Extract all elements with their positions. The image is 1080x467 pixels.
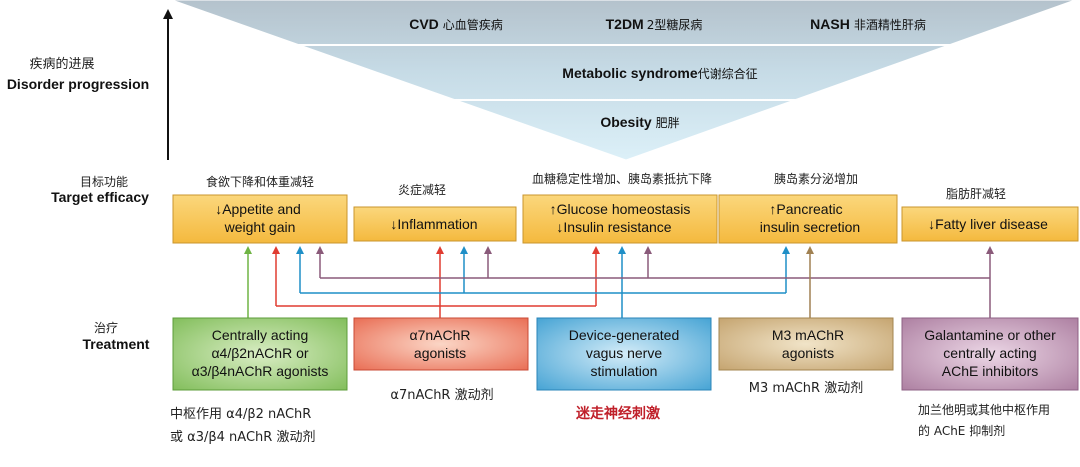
target-caption-glucose: 血糖稳定性增加、胰岛素抵抗下降 — [532, 171, 712, 186]
target-caption-inflammation: 炎症减轻 — [398, 182, 446, 197]
svg-text:AChE inhibitors: AChE inhibitors — [942, 363, 1039, 379]
treatment-caption-galantamine-line2: 的 AChE 抑制剂 — [918, 423, 1005, 438]
treatment-box-a7nachr: α7nAChR agonists — [353, 317, 529, 371]
svg-text:vagus nerve: vagus nerve — [586, 345, 662, 361]
target-box-glucose: ↑Glucose homeostasis ↓Insulin resistance — [522, 194, 718, 244]
target-caption-pancreatic: 胰岛素分泌增加 — [774, 171, 858, 186]
svg-text:α3/β4nAChR agonists: α3/β4nAChR agonists — [192, 363, 329, 379]
svg-text:Device-generated: Device-generated — [569, 327, 680, 343]
svg-text:α4/β2nAChR or: α4/β2nAChR or — [211, 345, 308, 361]
target-box-pancreatic: ↑Pancreatic insulin secretion — [718, 194, 898, 244]
svg-text:stimulation: stimulation — [591, 363, 658, 379]
svg-text:insulin secretion: insulin secretion — [760, 219, 860, 235]
svg-text:↓Appetite and: ↓Appetite and — [215, 201, 301, 217]
treatment-box-vns: Device-generated vagus nerve stimulation — [536, 317, 712, 391]
treatment-box-galantamine: Galantamine or other centrally acting AC… — [901, 317, 1079, 391]
progression-label-en: Disorder progression — [7, 76, 149, 92]
pyramid-metabolic-syndrome: Metabolic syndrome代谢综合征 — [562, 65, 757, 81]
svg-text:α7nAChR: α7nAChR — [409, 327, 470, 343]
svg-text:centrally acting: centrally acting — [943, 345, 1036, 361]
svg-text:agonists: agonists — [414, 345, 466, 361]
svg-text:M3 mAChR: M3 mAChR — [772, 327, 844, 343]
disease-pyramid — [171, 0, 1076, 161]
treatment-caption-central-line2: 或 α3/β4 nAChR 激动剂 — [170, 430, 315, 445]
treatment-caption-m3: M3 mAChR 激动剂 — [749, 381, 863, 396]
target-box-fatty-liver: ↓Fatty liver disease — [901, 206, 1079, 242]
svg-text:↑Pancreatic: ↑Pancreatic — [769, 201, 842, 217]
svg-text:↓Inflammation: ↓Inflammation — [390, 216, 477, 232]
progression-label-cn: 疾病的进展 — [29, 56, 94, 72]
treatment-caption-a7nachr: α7nAChR 激动剂 — [390, 388, 493, 403]
treatment-caption-central-line1: 中枢作用 α4/β2 nAChR — [170, 407, 311, 422]
target-box-appetite: ↓Appetite and weight gain — [172, 194, 348, 244]
target-efficacy-label-en: Target efficacy — [51, 189, 149, 205]
treatment-box-m3-machr: M3 mAChR agonists — [718, 317, 894, 371]
treatment-label-cn: 治疗 — [94, 321, 118, 335]
svg-text:weight gain: weight gain — [224, 219, 296, 235]
treatment-box-central-nachr: Centrally acting α4/β2nAChR or α3/β4nACh… — [172, 317, 348, 391]
svg-text:Galantamine or other: Galantamine or other — [924, 327, 1056, 343]
treatment-label-en: Treatment — [83, 336, 150, 352]
target-box-inflammation: ↓Inflammation — [353, 206, 517, 242]
target-efficacy-label-cn: 目标功能 — [80, 175, 128, 189]
svg-text:Centrally acting: Centrally acting — [212, 327, 309, 343]
treatment-caption-galantamine-line1: 加兰他明或其他中枢作用 — [918, 402, 1050, 417]
svg-text:agonists: agonists — [782, 345, 834, 361]
svg-text:↑Glucose homeostasis: ↑Glucose homeostasis — [550, 201, 691, 217]
target-caption-fatty-liver: 脂肪肝减轻 — [946, 186, 1006, 201]
treatment-caption-vns: 迷走神经刺激 — [575, 405, 660, 422]
svg-text:↓Fatty liver disease: ↓Fatty liver disease — [928, 216, 1048, 232]
svg-text:↓Insulin resistance: ↓Insulin resistance — [556, 219, 671, 235]
target-caption-appetite: 食欲下降和体重减轻 — [206, 174, 314, 189]
